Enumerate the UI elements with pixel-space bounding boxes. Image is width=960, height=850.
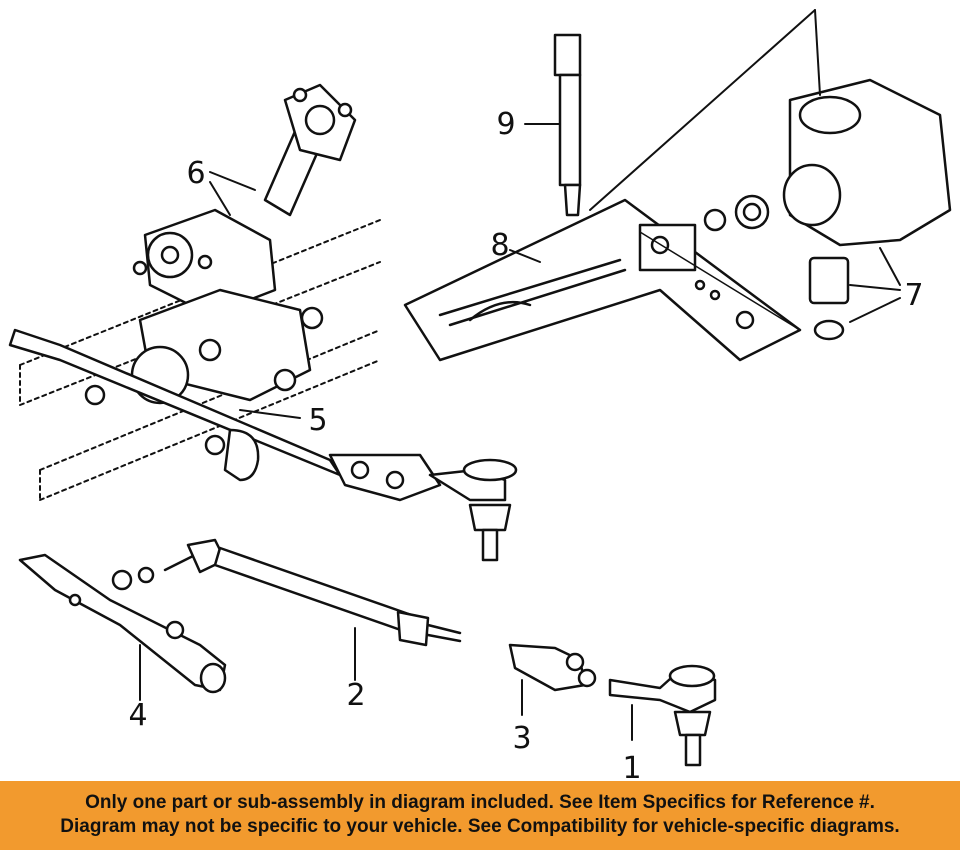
part-9-shaft	[553, 33, 582, 217]
callout-8: 8	[490, 228, 509, 263]
part-3-sleeve	[508, 643, 597, 692]
callout-2: 2	[346, 678, 365, 713]
pitman-arm-and-drag-link	[8, 328, 518, 562]
part-4-arm	[18, 553, 227, 694]
disclaimer-banner: Only one part or sub-assembly in diagram…	[0, 781, 960, 850]
part-2-tie-rod	[111, 538, 462, 647]
part-7-housing	[734, 78, 952, 341]
steering-linkage-illustration: 1 2 3 4 5 6 7 8 9	[8, 9, 952, 781]
disclaimer-line-2: Diagram may not be specific to your vehi…	[60, 816, 900, 837]
callout-4: 4	[128, 698, 147, 733]
callout-7: 7	[904, 278, 923, 313]
callout-1: 1	[622, 751, 641, 781]
part-1-tie-rod-end	[608, 664, 717, 767]
callout-3: 3	[512, 721, 531, 756]
callout-9: 9	[496, 107, 515, 142]
steering-gear-assembly	[130, 83, 357, 405]
part-8-valve-panel	[403, 198, 802, 362]
disclaimer-line-1: Only one part or sub-assembly in diagram…	[85, 792, 875, 813]
callout-6: 6	[186, 156, 205, 191]
callout-5: 5	[308, 403, 327, 438]
leader-lines	[139, 9, 901, 741]
